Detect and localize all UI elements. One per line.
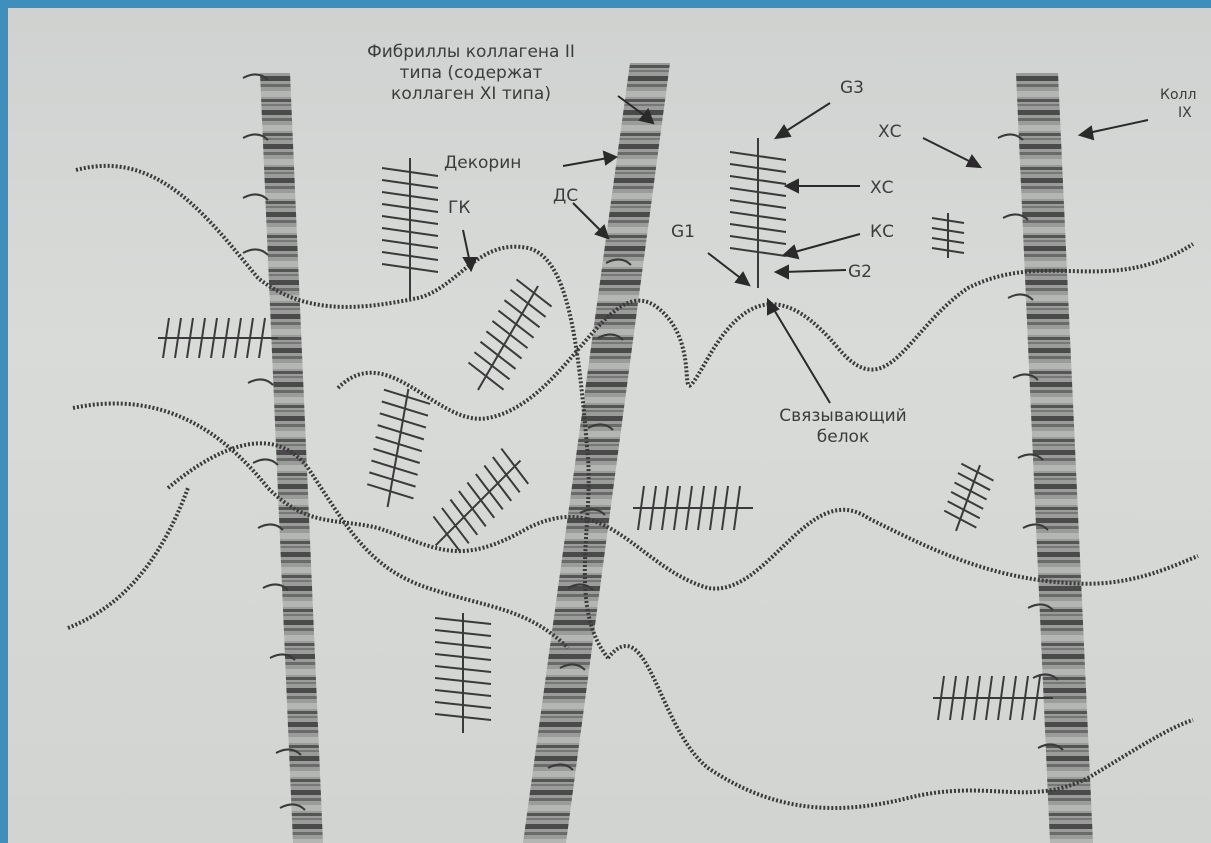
label-hyaluronan: ГК xyxy=(448,198,470,219)
label-link-protein: Связывающий белок xyxy=(753,406,933,448)
label-chondroitin-sulfate-mid: ХС xyxy=(870,178,894,199)
label-link-protein-line-2: белок xyxy=(753,427,933,448)
label-chondroitin-sulfate-right: ХС xyxy=(878,122,902,143)
label-g1: G1 xyxy=(671,222,695,243)
label-decorin: Декорин xyxy=(444,153,521,174)
cartilage-matrix-diagram xyxy=(8,8,1211,843)
label-fibrils-line-2: типа (содержат xyxy=(326,63,616,84)
diagram-frame: Фибриллы коллагена II типа (содержат кол… xyxy=(8,8,1211,843)
label-fibrils: Фибриллы коллагена II типа (содержат кол… xyxy=(326,42,616,105)
label-link-protein-line-1: Связывающий xyxy=(753,406,933,427)
label-collagen-ix-line-2: IX xyxy=(1160,104,1196,122)
label-collagen-ix: Колл IX xyxy=(1160,86,1196,122)
label-g3: G3 xyxy=(840,78,864,99)
label-fibrils-line-1: Фибриллы коллагена II xyxy=(326,42,616,63)
label-collagen-ix-line-1: Колл xyxy=(1160,86,1196,104)
label-g2: G2 xyxy=(848,262,872,283)
collagen-fibril-left xyxy=(260,73,323,843)
label-dermatan-sulfate: ДС xyxy=(553,186,578,207)
label-keratan-sulfate: КС xyxy=(870,222,894,243)
label-fibrils-line-3: коллаген XI типа) xyxy=(326,84,616,105)
collagen-fibril-middle xyxy=(523,63,670,843)
collagen-fibril-right xyxy=(1016,73,1093,843)
